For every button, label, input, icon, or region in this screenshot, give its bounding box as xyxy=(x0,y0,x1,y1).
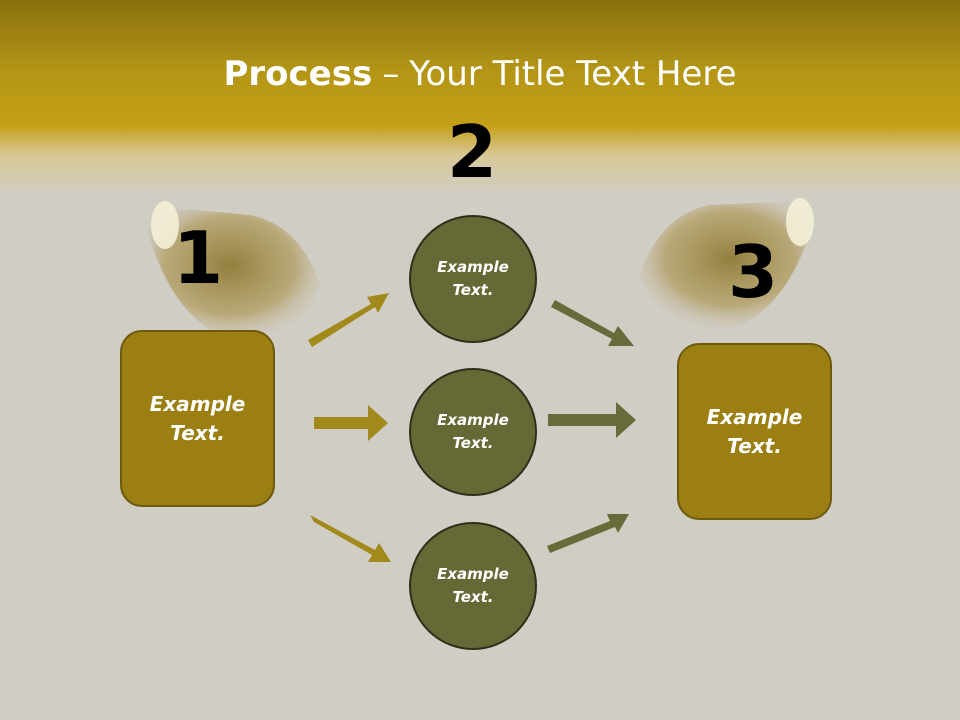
box-right-text: Example Text. xyxy=(706,404,803,458)
circle-bottom-text: Example Text. xyxy=(437,565,509,606)
title-rest: Your Title Text Here xyxy=(409,54,737,94)
slide-title: Process–Your Title Text Here xyxy=(0,52,960,96)
arrow-from-middle-circle xyxy=(548,402,636,438)
title-separator: – xyxy=(382,54,400,94)
arrow-to-top-circle xyxy=(308,293,389,347)
step-number-1: 1 xyxy=(172,216,224,300)
title-bold: Process xyxy=(223,54,373,94)
circle-middle-text: Example Text. xyxy=(437,411,509,452)
arrow-to-middle-circle xyxy=(314,405,388,441)
process-circle-middle: Example Text. xyxy=(409,368,537,496)
circle-top-text: Example Text. xyxy=(437,258,509,299)
box-left-text: Example Text. xyxy=(149,391,246,445)
header-band xyxy=(0,0,960,200)
process-box-left: Example Text. xyxy=(120,330,275,507)
process-circle-top: Example Text. xyxy=(409,215,537,343)
process-circle-bottom: Example Text. xyxy=(409,522,537,650)
arrow-from-top-circle xyxy=(551,300,634,346)
arrow-to-bottom-circle xyxy=(310,515,391,562)
process-box-right: Example Text. xyxy=(677,343,832,520)
arrow-from-bottom-circle xyxy=(547,514,629,553)
step-number-3: 3 xyxy=(727,230,779,314)
step-number-2: 2 xyxy=(446,110,498,194)
